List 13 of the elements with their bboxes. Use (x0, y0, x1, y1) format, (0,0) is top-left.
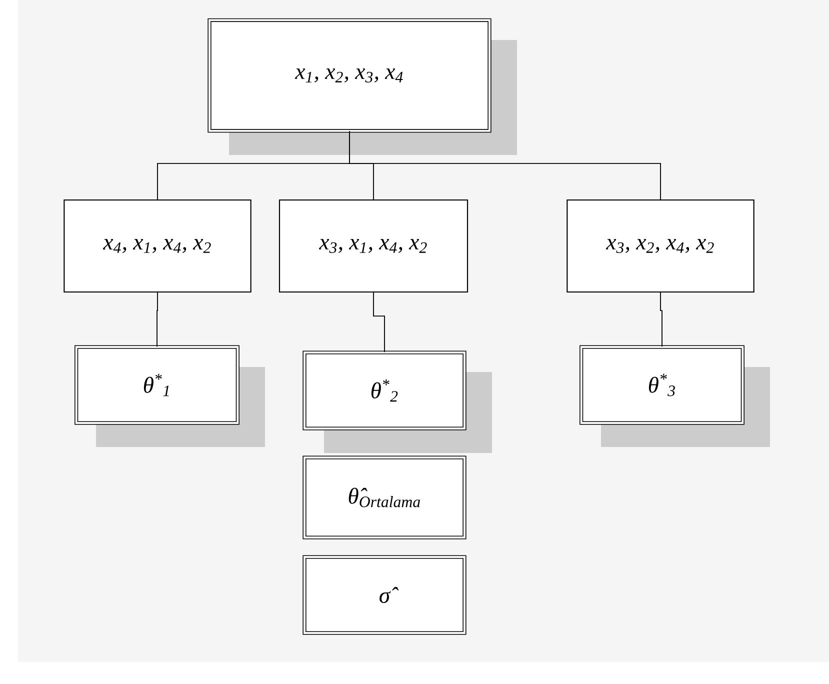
result-box: σ̂ (302, 555, 466, 635)
result-box: θ$^{*}$3 (580, 345, 770, 447)
connector-line (660, 292, 662, 348)
result-box: θ$^{*}$2 (302, 350, 492, 453)
result-box: θ$^{*}$1 (74, 345, 265, 447)
sample-box: x$_{3}$, x$_{2}$, x$_{4}$, x$_{2}$ (566, 199, 754, 293)
connector-line (349, 130, 661, 200)
sample-box: x$_{3}$, x$_{1}$, x$_{4}$, x$_{2}$ (278, 199, 468, 293)
result-box: θ̂$_{Ortalama}$ (302, 456, 466, 540)
connector-line (156, 292, 158, 348)
result-box: x$_{1}$, x$_{2}$, x$_{3}$, x$_{4}$ (208, 18, 517, 155)
connector-line (373, 292, 385, 353)
sample-box: x$_{4}$, x$_{1}$, x$_{4}$, x$_{2}$ (64, 199, 252, 293)
